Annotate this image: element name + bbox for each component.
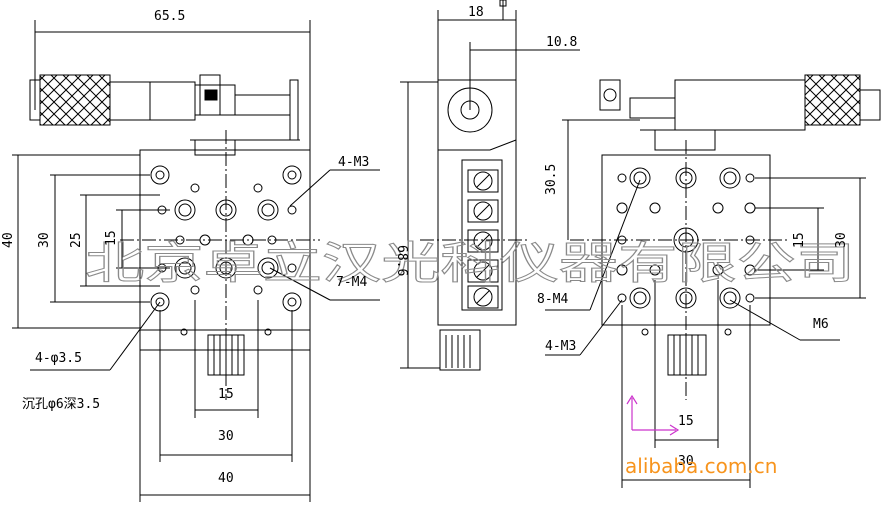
dim-height-30: 30 [37,232,52,248]
dim-side-10-8: 10.8 [546,35,577,50]
dim-height-25: 25 [69,232,84,248]
label-7-m4: 7-M4 [336,275,367,290]
dim-right-15: 15 [792,232,807,248]
watermark: 北京卓立汉光科仪器有限公司 [85,238,855,289]
label-8-m4: 8-M4 [537,292,568,307]
micrometer-right [599,74,881,151]
dim-bottom-15: 15 [218,387,234,402]
dim-overall-width: 65.5 [154,9,185,24]
dim-right-bottom-15: 15 [678,414,694,429]
label-counterbore: 沉孔φ6深3.5 [22,397,100,412]
dim-right-30-5: 30.5 [544,164,559,195]
label-4-phi: 4-φ3.5 [35,351,82,366]
dim-height-15: 15 [104,230,119,246]
dim-side-18: 18 [468,5,484,20]
left-view [12,20,380,502]
dim-right-bottom-30: 30 [678,454,694,469]
dim-bottom-40: 40 [218,471,234,486]
micrometer-left [29,74,300,156]
label-m6: M6 [813,317,829,332]
right-view [545,74,881,488]
holes-left [150,165,302,312]
site-watermark: alibaba.com.cn [625,454,777,478]
label-4-m3-right: 4-M3 [545,339,576,354]
middle-view [400,0,580,371]
dim-right-30: 30 [834,232,849,248]
screws-middle [467,169,499,309]
dim-height-40: 40 [1,232,16,248]
dim-side-68-6: 68.6 [394,245,409,276]
label-4-m3-left: 4-M3 [338,155,369,170]
axis-indicator [626,394,680,436]
dim-bottom-30: 30 [218,429,234,444]
